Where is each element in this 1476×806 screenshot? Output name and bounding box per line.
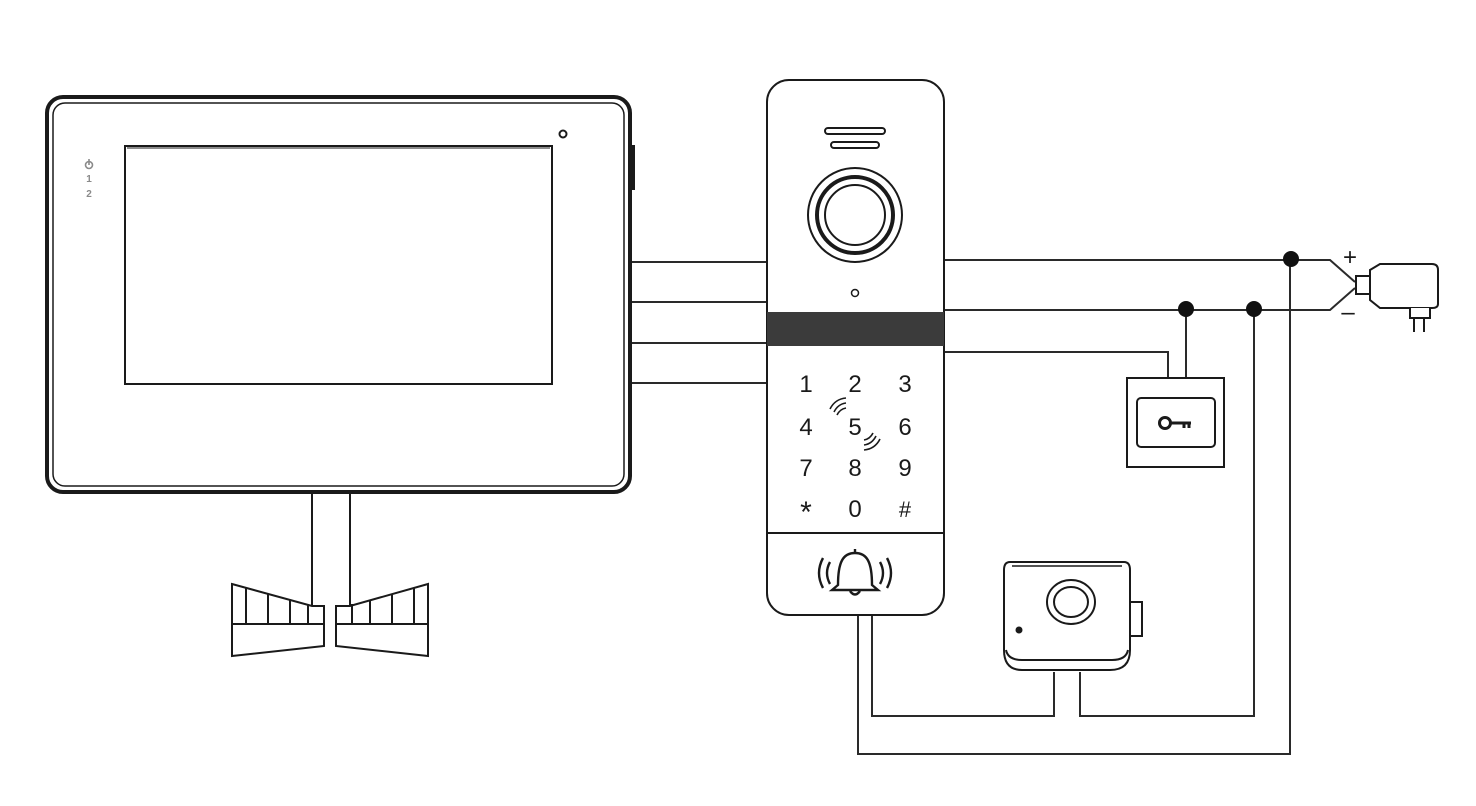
keypad: 1 2 3 4 5 6 7 8 9 * 0 # [799, 371, 912, 529]
wire-lock-minus [1079, 310, 1255, 717]
wire-plus [944, 259, 1356, 283]
key-icon [1158, 416, 1191, 430]
microphone-hole [850, 288, 860, 298]
key-4[interactable]: 4 [799, 414, 812, 441]
minus-label: – [1341, 299, 1355, 326]
key-2[interactable]: 2 [848, 371, 861, 398]
bell-icon[interactable] [817, 549, 893, 596]
key-1[interactable]: 1 [799, 371, 812, 398]
monitor-indicator-1: 1 [86, 174, 92, 185]
key-9[interactable]: 9 [898, 455, 911, 482]
junction-minus-1 [1178, 301, 1194, 317]
key-3[interactable]: 3 [898, 371, 911, 398]
key-hash[interactable]: # [899, 497, 912, 522]
key-5[interactable]: 5 [848, 414, 861, 441]
key-0[interactable]: 0 [848, 496, 861, 523]
wire-station-lock [871, 616, 1055, 717]
power-supply: + – [1341, 244, 1439, 332]
junction-plus [1283, 251, 1299, 267]
key-7[interactable]: 7 [799, 455, 812, 482]
camera-lens-icon [807, 167, 903, 263]
plug-icon [1355, 263, 1439, 332]
monitor-screen [124, 145, 553, 385]
speaker-grill-bottom [830, 141, 880, 149]
monitor-indicator-2: 2 [86, 189, 92, 200]
rfid-icon [829, 397, 881, 451]
junction-minus-2 [1246, 301, 1262, 317]
wiring [630, 251, 1356, 755]
wire-exit-button [944, 351, 1169, 378]
wire-plus-return [857, 260, 1291, 755]
electric-lock [1003, 561, 1143, 671]
monitor-camera [558, 129, 568, 139]
key-6[interactable]: 6 [898, 414, 911, 441]
indoor-monitor: 1 2 [45, 95, 635, 658]
speaker-grill-top [824, 127, 886, 135]
plus-label: + [1343, 244, 1357, 271]
key-star[interactable]: * [800, 496, 812, 529]
wire-minus [944, 287, 1356, 311]
door-station: 1 2 3 4 5 6 7 8 9 * 0 # [766, 79, 945, 616]
power-icon [84, 159, 94, 170]
monitor-stand [231, 492, 429, 658]
key-8[interactable]: 8 [848, 455, 861, 482]
exit-button[interactable] [1126, 377, 1225, 468]
name-plate-band [767, 312, 944, 346]
